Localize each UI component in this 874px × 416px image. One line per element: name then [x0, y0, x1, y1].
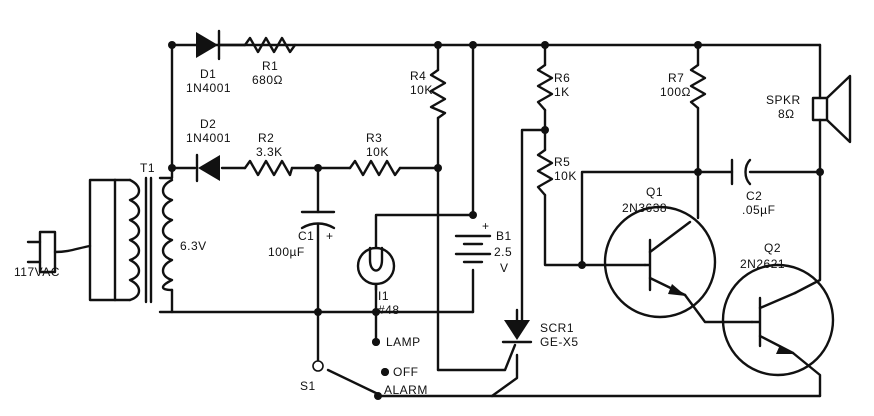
lamp-ref: I1	[378, 289, 389, 303]
battery-b1-icon	[454, 234, 492, 264]
resistor-r3	[348, 159, 402, 177]
resistor-r2	[243, 159, 294, 177]
switch-ref: S1	[300, 379, 316, 393]
scr-icon	[501, 308, 533, 344]
capacitor-c1-icon	[300, 210, 336, 230]
r1-ref: R1	[262, 59, 278, 73]
transformer-t1	[113, 176, 174, 304]
transformer-ref: T1	[140, 161, 155, 175]
scr-ref: SCR1	[540, 321, 574, 335]
r5-value: 10K	[554, 169, 577, 183]
q1-ref: Q1	[646, 185, 663, 199]
battery-voltage: 2.5	[494, 245, 512, 259]
plug-label: 117VAC	[14, 265, 60, 279]
switch-pos-alarm: ALARM	[384, 383, 428, 397]
lamp-icon	[356, 246, 396, 292]
r4-ref: R4	[410, 69, 426, 83]
r7-ref: R7	[668, 71, 684, 85]
transistor-q1-icon	[603, 205, 717, 319]
c1-ref: C1	[298, 229, 314, 243]
lamp-part: #48	[378, 303, 400, 317]
transistor-q2-icon	[721, 263, 835, 377]
battery-ref: B1	[496, 229, 512, 243]
r6-ref: R6	[554, 71, 570, 85]
c2-ref: C2	[746, 189, 762, 203]
d1-part: 1N4001	[186, 81, 231, 95]
c2-value: .05µF	[742, 203, 775, 217]
r5-ref: R5	[554, 155, 570, 169]
r6-value: 1K	[554, 85, 570, 99]
wires	[158, 43, 822, 398]
resistor-r1	[243, 36, 297, 54]
transformer-voltage: 6.3V	[180, 239, 207, 253]
d1-ref: D1	[200, 67, 216, 81]
ac-plug-icon	[26, 178, 117, 302]
switch-pos-lamp: LAMP	[386, 335, 421, 349]
resistor-r6	[536, 63, 554, 112]
r3-ref: R3	[366, 131, 382, 145]
c1-value: 100µF	[268, 245, 305, 259]
r2-ref: R2	[258, 131, 274, 145]
battery-unit: V	[500, 261, 509, 275]
capacitor-c2-icon	[730, 158, 752, 186]
speaker-icon	[811, 74, 852, 144]
speaker-impedance: 8Ω	[778, 107, 795, 121]
battery-polarity: +	[482, 219, 490, 233]
switch-s1-icon	[312, 338, 389, 376]
speaker-ref: SPKR	[766, 93, 801, 107]
junctions	[168, 41, 824, 400]
r1-value: 680Ω	[252, 73, 283, 87]
d2-part: 1N4001	[186, 131, 231, 145]
scr-part: GE-X5	[540, 335, 579, 349]
r3-value: 10K	[366, 145, 389, 159]
r7-value: 100Ω	[660, 85, 691, 99]
q2-part: 2N2621	[740, 257, 785, 271]
r2-value: 3.3K	[256, 145, 283, 159]
q1-part: 2N3638	[622, 201, 667, 215]
d2-ref: D2	[200, 117, 216, 131]
resistor-r7	[689, 63, 707, 110]
c1-polarity: +	[326, 229, 334, 243]
resistor-r5	[536, 148, 554, 197]
r4-value: 10K	[410, 83, 433, 97]
resistor-r4	[429, 68, 447, 120]
diode-d2-icon	[195, 153, 220, 183]
q2-ref: Q2	[764, 241, 781, 255]
switch-pos-off: OFF	[393, 365, 419, 379]
diode-d1-icon	[196, 29, 247, 61]
